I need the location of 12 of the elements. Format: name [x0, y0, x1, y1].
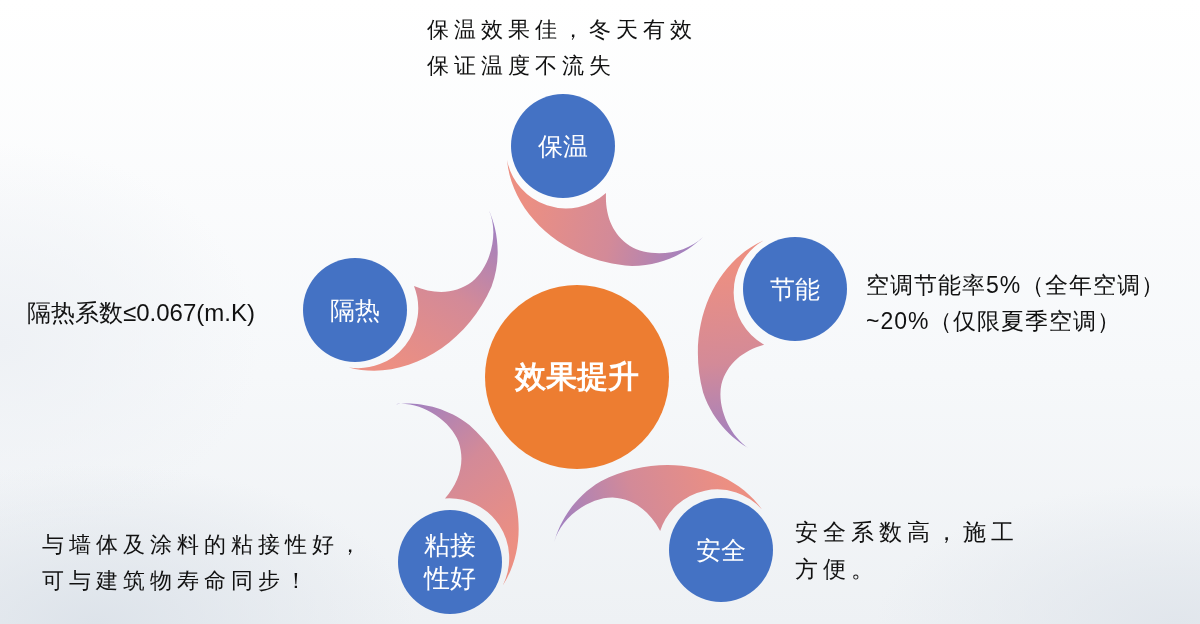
- description-text: 保温效果佳，冬天有效保证温度不流失: [427, 16, 698, 80]
- center-circle: 效果提升: [485, 285, 669, 469]
- feature-circle: 安全: [669, 498, 773, 602]
- feature-circle: 隔热: [303, 258, 407, 362]
- description-text: 安全系数高，施工方便。: [795, 518, 1020, 584]
- feature-circle: 节能: [743, 237, 847, 341]
- description-text: 隔热系数≤0.067(m.K): [27, 298, 255, 328]
- swoosh-shape: [698, 240, 765, 451]
- description-text: 与墙体及涂料的粘接性好，可与建筑物寿命同步！: [42, 531, 367, 595]
- feature-circle: 粘接性好: [398, 510, 502, 614]
- feature-circle: 保温: [511, 94, 615, 198]
- description-text: 空调节能率5%（全年空调）~20%（仅限夏季空调）: [866, 271, 1167, 336]
